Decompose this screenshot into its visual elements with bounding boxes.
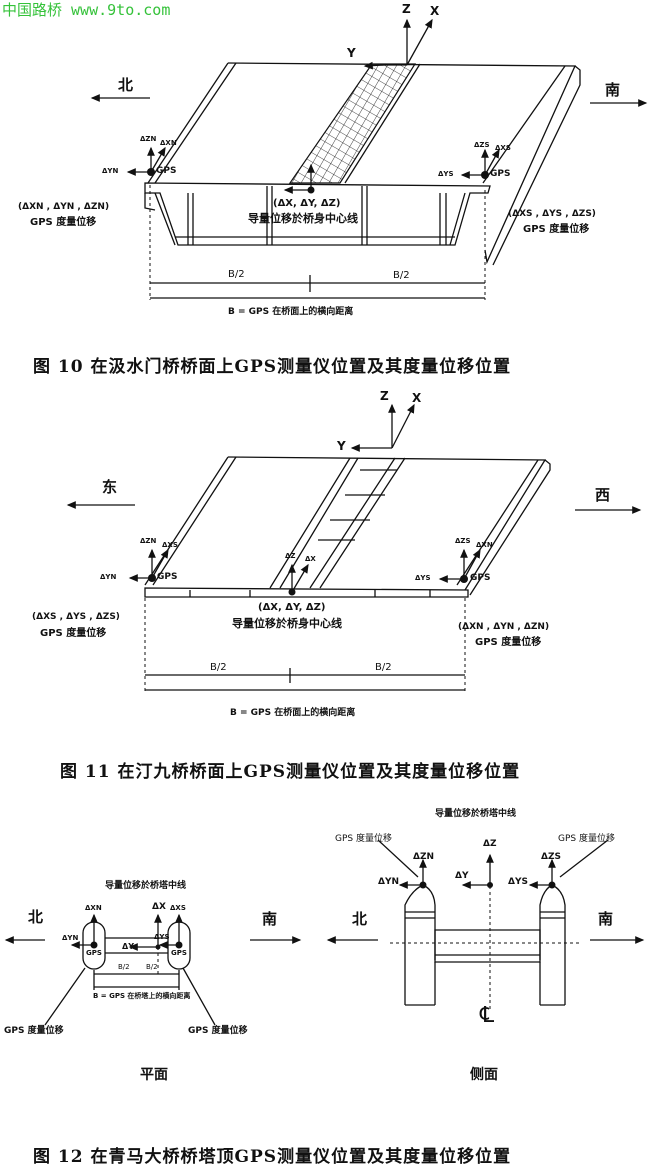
fig11-east-gps: GPS — [157, 572, 178, 582]
fig12-caption: 图 12 在青马大桥桥塔顶GPS测量仪位置及其度量位移位置 — [33, 1147, 512, 1167]
fig10-south-gps: GPS — [490, 169, 511, 179]
fig10-axes — [363, 18, 433, 70]
fig12-plan-dyn: ΔYN — [62, 934, 79, 942]
fig11-west-label: 西 — [595, 486, 611, 504]
fig11-center-dz: ΔZ — [285, 552, 296, 560]
fig11-axis-x-label: X — [412, 391, 422, 405]
fig11-gps-markers — [128, 548, 481, 596]
fig11-west-dx: ΔXN — [476, 541, 493, 549]
fig12-plan-drawing — [4, 913, 302, 1026]
fig12-plan-half-b-right: B/2 — [146, 963, 158, 971]
fig10-north-gps-measured: GPS 度量位移 — [30, 217, 97, 228]
fig10-gps-markers — [126, 146, 500, 194]
fig12-side-title: 导量位移於桥塔中线 — [435, 809, 517, 819]
fig10-north-label: 北 — [118, 76, 134, 94]
fig12-plan-dx: ΔX — [152, 902, 166, 912]
fig12-plan-b-definition: B = GPS 在桥塔上的横向距离 — [93, 992, 191, 1000]
fig11-east-dz: ΔZN — [140, 537, 157, 545]
watermark: 中国路桥 www.9to.com — [2, 1, 171, 19]
fig12-plan-dxs: ΔXS — [170, 904, 186, 912]
fig12-side-drawing — [326, 839, 645, 1010]
fig11-caption: 图 11 在汀九桥桥面上GPS测量仪位置及其度量位移位置 — [60, 762, 521, 782]
fig12-plan-label: 平面 — [140, 1067, 168, 1083]
fig10-north-dz: ΔZN — [140, 135, 157, 143]
fig10-caption: 图 10 在汲水门桥桥面上GPS测量仪位置及其度量位移位置 — [33, 357, 512, 377]
fig12-side-gps-measured-right: GPS 度量位移 — [558, 834, 615, 844]
fig11-left-gps-measured: GPS 度量位移 — [40, 628, 107, 639]
fig10-south-displacement: (ΔXS , ΔYS , ΔZS) — [508, 209, 596, 219]
fig10-north-displacement: (ΔXN , ΔYN , ΔZN) — [18, 202, 110, 212]
fig12-plan-dxn: ΔXN — [85, 904, 102, 912]
fig12-plan-dy: ΔY — [122, 942, 134, 951]
fig10-south-gps-measured: GPS 度量位移 — [523, 224, 590, 235]
fig10-center-label: 导量位移於桥身中心线 — [248, 212, 358, 225]
fig11-right-displacement: (ΔXN , ΔYN , ΔZN) — [458, 622, 550, 632]
fig10-half-b-left: B/2 — [228, 269, 245, 280]
fig12-plan-gps-north: GPS — [86, 949, 102, 957]
fig12-side-dz: ΔZ — [483, 839, 497, 849]
fig11-west-dz: ΔZS — [455, 537, 471, 545]
fig10-axis-y-label: Y — [347, 46, 356, 60]
fig10-south-label: 南 — [605, 81, 621, 99]
fig10-b-definition: B = GPS 在桥面上的横向距离 — [228, 307, 354, 317]
fig11-axis-z-label: Z — [380, 389, 389, 403]
fig11-half-b-right: B/2 — [375, 662, 392, 673]
fig12-plan-north-label: 北 — [28, 908, 44, 926]
fig11-east-label: 东 — [102, 478, 118, 496]
fig11-direction-arrows — [66, 501, 642, 514]
fig11-center-displacement: (ΔX, ΔY, ΔZ) — [258, 602, 326, 613]
fig10-axis-x-label: X — [430, 4, 440, 18]
fig11-left-displacement: (ΔXS , ΔYS , ΔZS) — [32, 612, 120, 622]
fig10-south-dy: ΔYS — [438, 170, 454, 178]
fig12-side-south-label: 南 — [598, 910, 614, 928]
fig12-side-gps-measured-left: GPS 度量位移 — [335, 834, 392, 844]
fig12-plan-gps-measured-left: GPS 度量位移 — [4, 1026, 64, 1036]
fig10-bridge-deck — [144, 62, 581, 266]
fig12-side-dys: ΔYS — [508, 877, 528, 887]
fig10-direction-arrows — [90, 94, 648, 107]
fig12-side-dy: ΔY — [455, 871, 469, 881]
fig11-west-dy: ΔYS — [415, 574, 431, 582]
fig11-east-dy: ΔYN — [100, 573, 117, 581]
fig12-plan-south-label: 南 — [262, 910, 278, 928]
fig11-dimension-lines — [144, 598, 466, 693]
fig12-plan-dys: ΔYS — [154, 933, 170, 941]
fig10-north-gps: GPS — [156, 166, 177, 176]
fig11-right-gps-measured: GPS 度量位移 — [475, 637, 542, 648]
fig11-b-definition: B = GPS 在桥面上的横向距离 — [230, 708, 356, 718]
fig11-center-dx: ΔX — [305, 555, 316, 563]
fig12-side-north-label: 北 — [352, 910, 368, 928]
fig10-dimension-lines — [149, 185, 486, 300]
fig10-south-dz: ΔZS — [474, 141, 490, 149]
fig11-bridge-deck — [144, 456, 551, 598]
fig11-axes — [350, 403, 415, 452]
fig10-center-displacement: (ΔX, ΔY, ΔZ) — [273, 198, 341, 209]
fig11-west-gps: GPS — [470, 573, 491, 583]
fig10-south-dx: ΔXS — [495, 144, 511, 152]
fig12-plan-title: 导量位移於桥塔中线 — [105, 881, 187, 891]
fig12-side-label: 侧面 — [470, 1067, 498, 1083]
fig11-axis-y-label: Y — [337, 439, 346, 453]
fig11-center-label: 导量位移於桥身中心线 — [232, 617, 342, 630]
fig12-side-dzs: ΔZS — [541, 852, 561, 862]
fig10-axis-z-label: Z — [402, 2, 411, 16]
fig12-plan-half-b-left: B/2 — [118, 963, 130, 971]
fig12-side-centerline-symbol: ℄ — [480, 1003, 495, 1028]
fig12-plan-gps-measured-right: GPS 度量位移 — [188, 1026, 248, 1036]
fig10-half-b-right: B/2 — [393, 270, 410, 281]
fig11-half-b-left: B/2 — [210, 662, 227, 673]
fig12-plan-gps-south: GPS — [171, 949, 187, 957]
fig10-north-dy: ΔYN — [102, 167, 119, 175]
fig10-north-dx: ΔXN — [160, 139, 177, 147]
fig12-side-dyn: ΔYN — [378, 877, 400, 887]
fig11-east-dx: ΔXS — [162, 541, 178, 549]
fig12-side-dzn: ΔZN — [413, 852, 435, 862]
